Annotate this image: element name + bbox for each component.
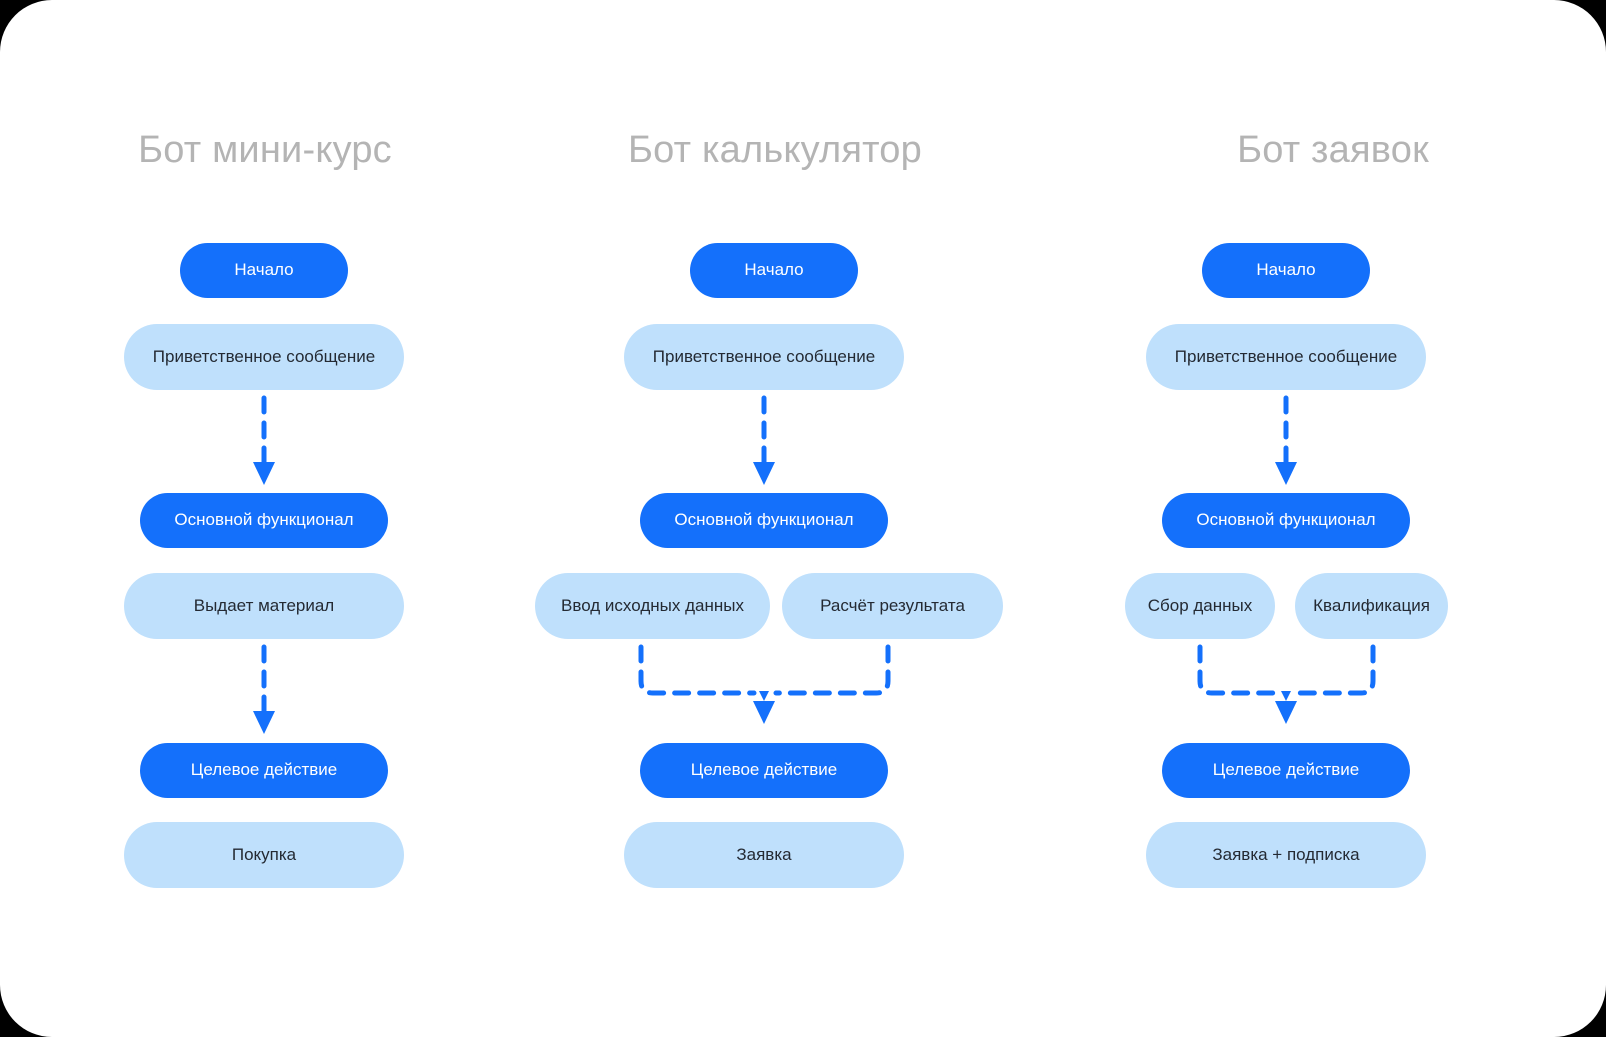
node-label: Квалификация [1313, 595, 1430, 615]
node-target-action[interactable]: Целевое действие [640, 743, 888, 798]
node-label: Основной функционал [674, 510, 854, 530]
node-label: Основной функционал [1196, 510, 1376, 530]
node-core-functionality[interactable]: Основной функционал [1162, 493, 1410, 548]
node-core-functionality[interactable]: Основной функционал [640, 493, 888, 548]
arrow-welcome-to-core [753, 395, 775, 485]
node-label: Начало [1256, 260, 1316, 280]
merge-connector-branches-to-target [1197, 644, 1376, 724]
arrow-welcome-to-core [1275, 395, 1297, 485]
node-label: Сбор данных [1147, 595, 1253, 615]
node-label: Заявка + подписка [1212, 844, 1360, 864]
flow-column-mini-course: Бот мини-курс Начало Приветственное сооб… [0, 0, 530, 1037]
node-welcome-message[interactable]: Приветственное сообщение [124, 324, 404, 390]
node-welcome-message[interactable]: Приветственное сообщение [624, 324, 904, 390]
flow-column-calculator: Бот калькулятор Начало Приветственное со… [510, 0, 1040, 1037]
arrow-welcome-to-core [253, 395, 275, 485]
node-label: Приветственное сообщение [652, 346, 876, 366]
node-label: Начало [744, 260, 804, 280]
node-branch-left[interactable]: Ввод исходных данных [535, 573, 770, 639]
flow-column-leads: Бот заявок Начало Приветственное сообщен… [1060, 0, 1606, 1037]
node-branch-right[interactable]: Расчёт результата [782, 573, 1003, 639]
node-result[interactable]: Покупка [124, 822, 404, 888]
node-label: Приветственное сообщение [152, 346, 376, 366]
column-title: Бот заявок [1237, 129, 1429, 171]
node-branch-right[interactable]: Квалификация [1295, 573, 1448, 639]
node-result[interactable]: Заявка [624, 822, 904, 888]
merge-connector-branches-to-target [638, 644, 891, 724]
node-label: Приветственное сообщение [1174, 346, 1398, 366]
node-start[interactable]: Начало [690, 243, 858, 298]
column-title: Бот мини-курс [138, 129, 392, 171]
node-target-action[interactable]: Целевое действие [140, 743, 388, 798]
node-label: Основной функционал [174, 510, 354, 530]
column-title: Бот калькулятор [628, 129, 922, 171]
node-core-functionality[interactable]: Основной функционал [140, 493, 388, 548]
node-label: Целевое действие [1212, 760, 1360, 780]
node-label: Расчёт результата [820, 595, 965, 615]
node-label: Выдает материал [193, 595, 335, 615]
node-label: Начало [234, 260, 294, 280]
node-start[interactable]: Начало [1202, 243, 1370, 298]
node-branch-left[interactable]: Выдает материал [124, 573, 404, 639]
node-label: Ввод исходных данных [561, 595, 744, 615]
node-start[interactable]: Начало [180, 243, 348, 298]
node-result[interactable]: Заявка + подписка [1146, 822, 1426, 888]
node-target-action[interactable]: Целевое действие [1162, 743, 1410, 798]
node-label: Покупка [231, 844, 297, 864]
node-label: Целевое действие [690, 760, 838, 780]
node-branch-left[interactable]: Сбор данных [1125, 573, 1275, 639]
arrow-branch-to-target [253, 644, 275, 734]
node-welcome-message[interactable]: Приветственное сообщение [1146, 324, 1426, 390]
node-label: Заявка [736, 844, 792, 864]
node-label: Целевое действие [190, 760, 338, 780]
